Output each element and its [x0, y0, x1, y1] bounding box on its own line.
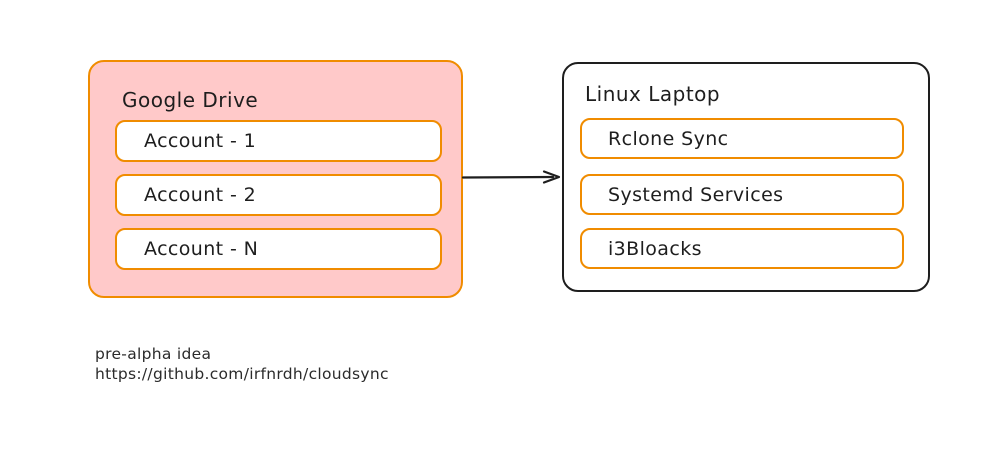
account-n-label: Account - N: [144, 238, 259, 260]
arrow-right-icon: [461, 170, 561, 184]
rclone-sync-node: Rclone Sync: [580, 118, 904, 159]
i3blocks-node: i3Bloacks: [580, 228, 904, 269]
footer-note: pre-alpha idea https://github.com/irfnrd…: [95, 344, 389, 384]
footer-line-1: pre-alpha idea: [95, 345, 212, 363]
i3blocks-label: i3Bloacks: [608, 237, 702, 260]
account-2-node: Account - 2: [115, 174, 442, 216]
google-drive-title: Google Drive: [122, 88, 259, 112]
linux-laptop-title: Linux Laptop: [585, 82, 721, 106]
systemd-services-node: Systemd Services: [580, 174, 904, 215]
systemd-services-label: Systemd Services: [608, 183, 784, 206]
rclone-sync-label: Rclone Sync: [608, 127, 729, 150]
account-1-label: Account - 1: [144, 130, 257, 152]
google-drive-group: Google Drive Account - 1 Account - 2 Acc…: [88, 60, 463, 298]
footer-line-2: https://github.com/irfnrdh/cloudsync: [95, 365, 389, 383]
linux-laptop-group: Linux Laptop Rclone Sync Systemd Service…: [562, 62, 930, 292]
account-n-node: Account - N: [115, 228, 442, 270]
account-2-label: Account - 2: [144, 184, 257, 206]
account-1-node: Account - 1: [115, 120, 442, 162]
